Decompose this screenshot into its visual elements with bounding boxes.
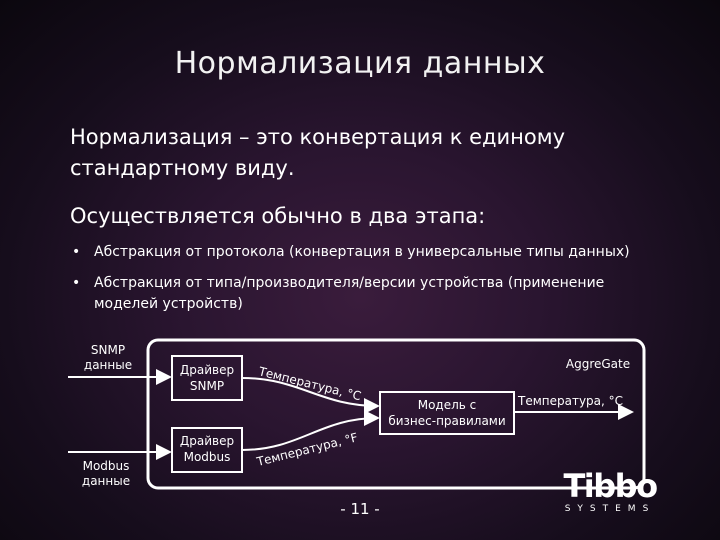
snmp-source-label: SNMP: [91, 343, 125, 357]
bullet-list: • Абстракция от протокола (конвертация в…: [70, 242, 670, 325]
driver-snmp-label: SNMP: [190, 379, 224, 393]
driver-snmp-label: Драйвер: [180, 363, 234, 377]
intro-text: Нормализация – это конвертация к единому…: [70, 125, 566, 180]
output-label: Температура, °C: [517, 394, 623, 408]
bullet-icon: •: [72, 244, 81, 260]
modbus-to-model-arrow: [241, 410, 380, 451]
snmp-to-model-arrow: [241, 377, 380, 414]
driver-modbus-label: Драйвер: [180, 434, 234, 448]
list-item: • Абстракция от типа/производителя/верси…: [70, 273, 670, 315]
model-label: бизнес-правилами: [388, 414, 505, 428]
modbus-source-label: Modbus: [83, 459, 130, 473]
subheading: Осуществляется обычно в два этапа:: [70, 204, 486, 228]
list-item: • Абстракция от протокола (конвертация в…: [70, 242, 670, 263]
tibbo-logo: Tibbo SYSTEMS: [560, 470, 660, 516]
normalization-diagram: AggreGate SNMP данные Modbus данные Драй…: [68, 338, 646, 490]
slide-title: Нормализация данных: [174, 46, 546, 81]
logo-tagline: SYSTEMS: [564, 504, 656, 514]
aggregate-container: [146, 338, 646, 490]
driver-modbus-label: Modbus: [184, 450, 231, 464]
model-label: Модель с: [418, 398, 477, 412]
page-number: - 11 -: [340, 500, 380, 518]
bullet-text: Абстракция от типа/производителя/версии …: [94, 275, 605, 312]
logo-brand: Tibbo: [563, 467, 658, 505]
modbus-source-label: данные: [82, 474, 130, 488]
bullet-icon: •: [72, 275, 81, 291]
temp-celsius-label: Температура, °C: [256, 364, 362, 403]
bullet-text: Абстракция от протокола (конвертация в у…: [94, 244, 630, 260]
aggregate-label: AggreGate: [566, 357, 630, 371]
snmp-source-label: данные: [84, 358, 132, 372]
